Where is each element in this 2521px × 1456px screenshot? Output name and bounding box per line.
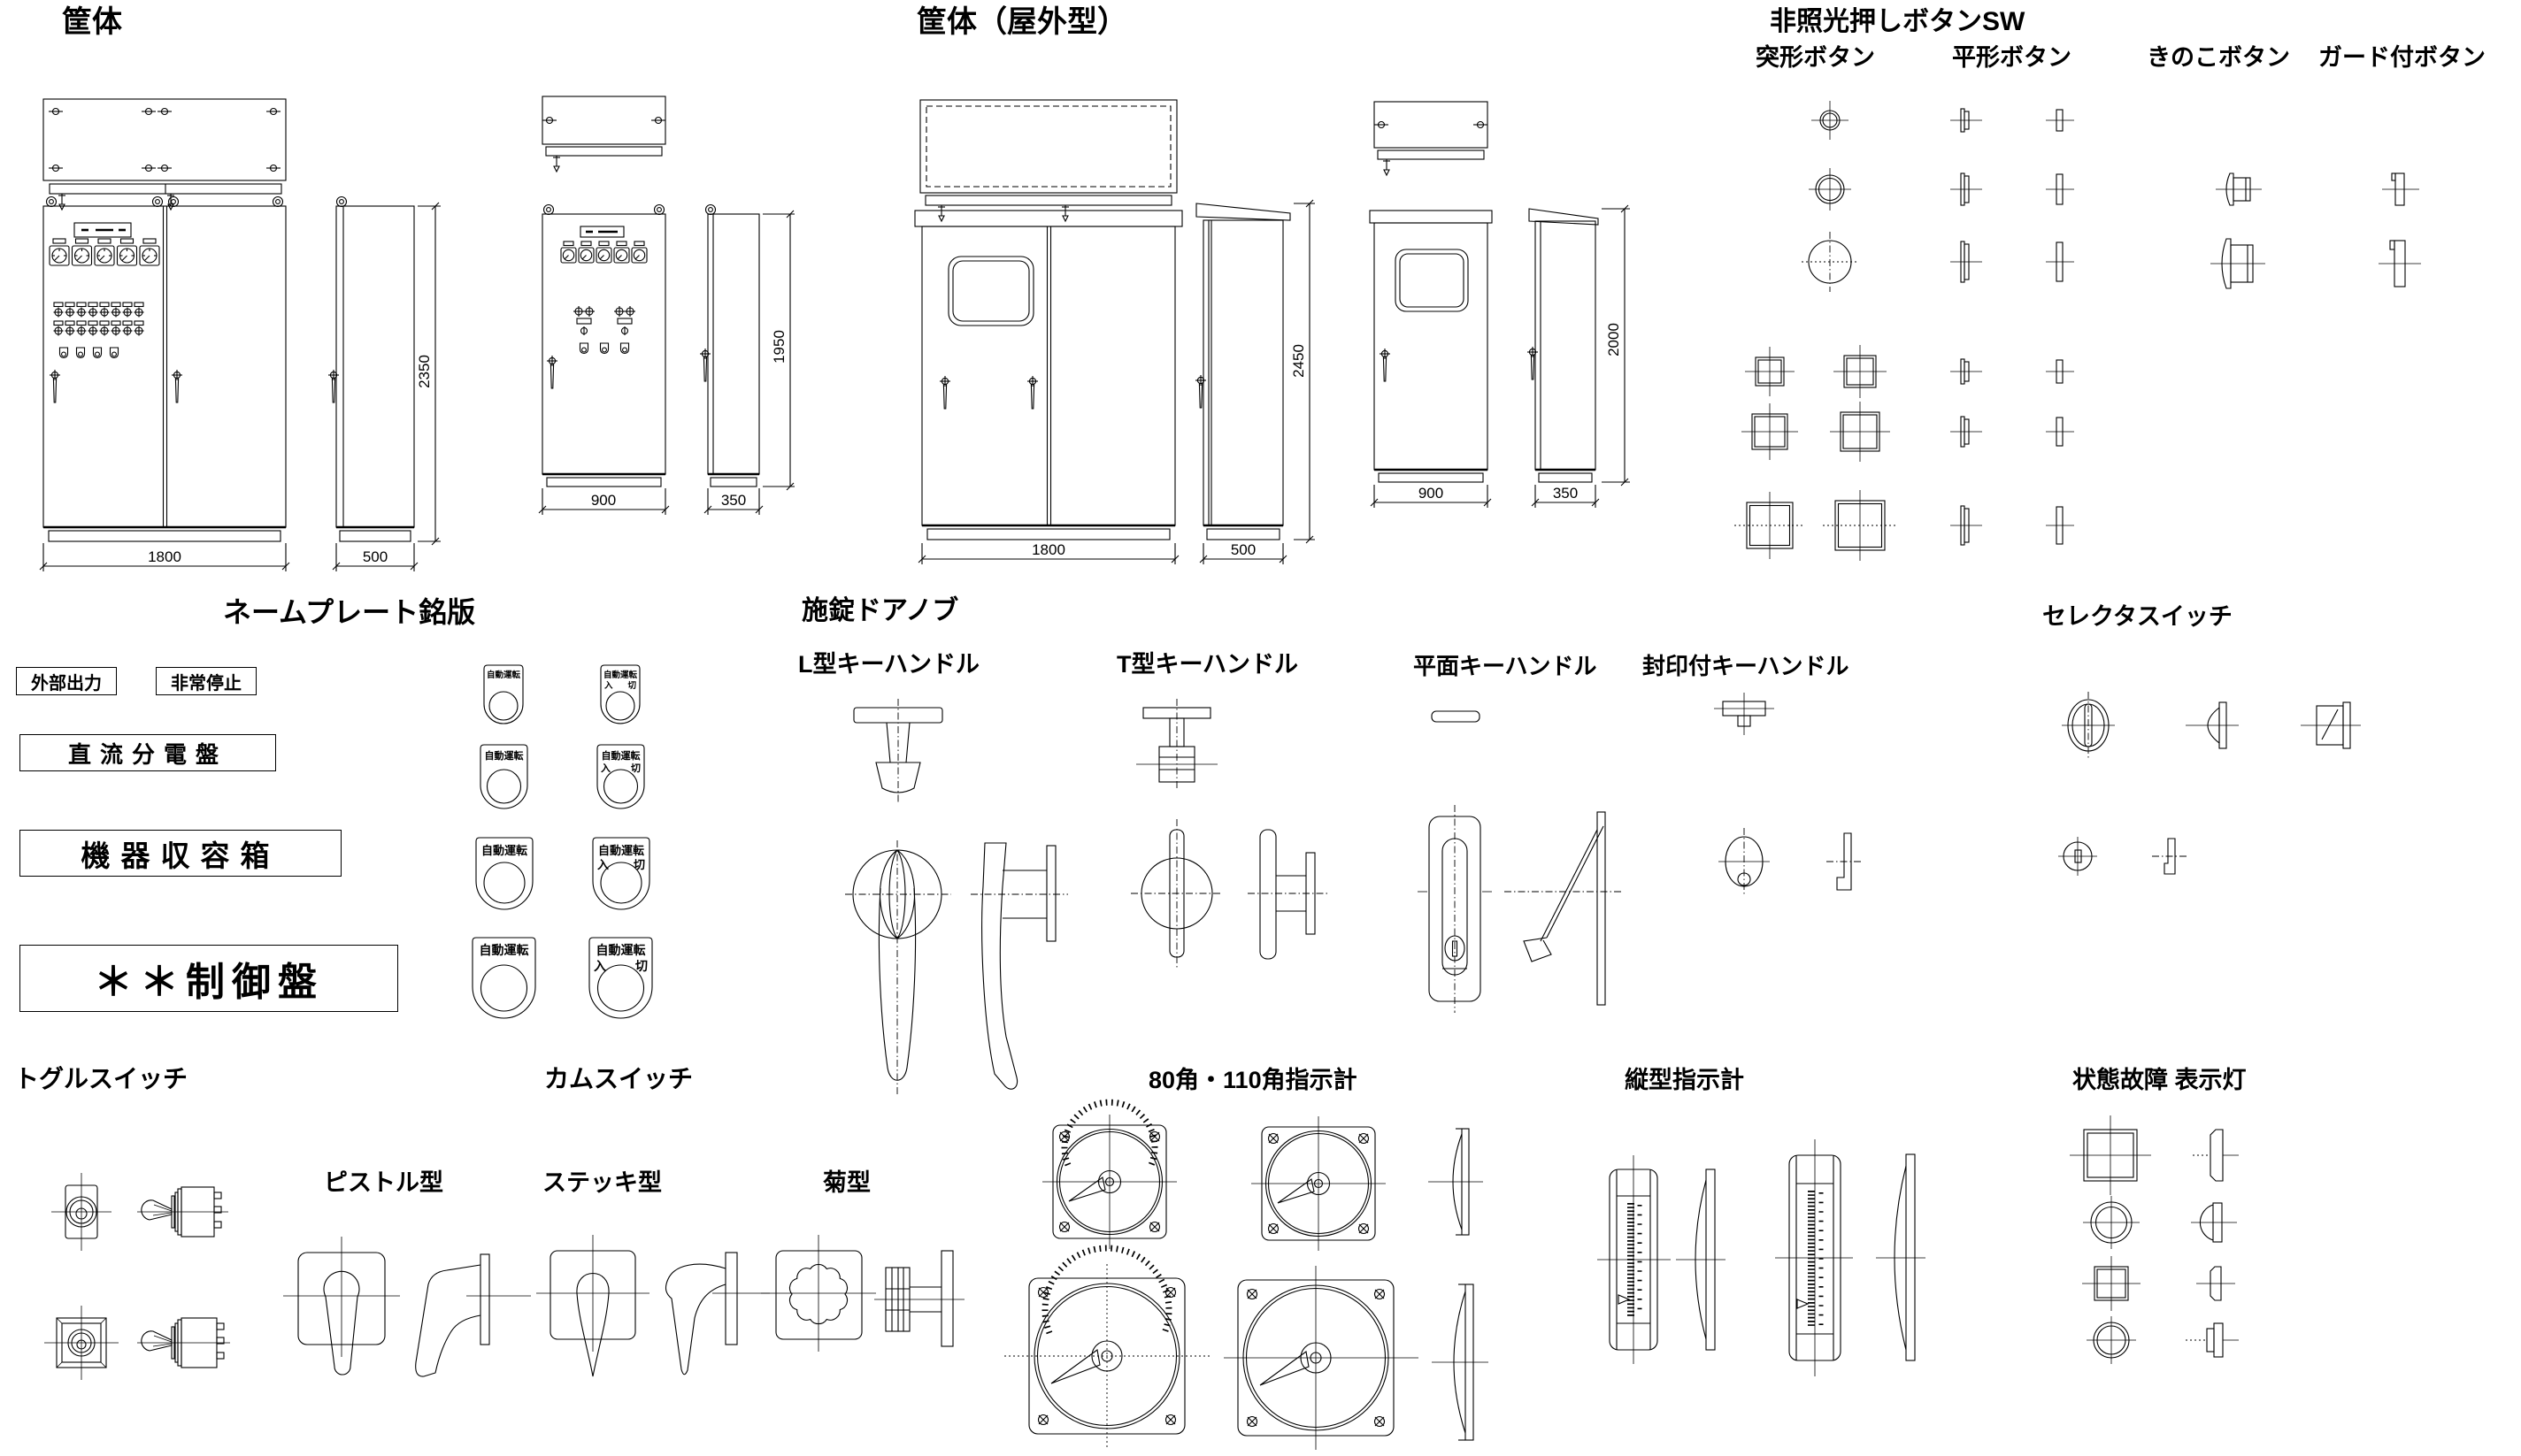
cam-type-pistol: ピストル型 <box>324 1169 443 1196</box>
outdoor-cabinet-large-drawing <box>914 99 1315 564</box>
dim-cab2-height: 1950 <box>771 330 788 364</box>
pushbutton-symbols <box>1734 101 2421 561</box>
doorknob-type-t: T型キーハンドル <box>1117 651 1298 678</box>
section-title-nameplate: ネームプレート銘版 <box>223 596 476 628</box>
section-title-toggle: トグルスイッチ <box>14 1065 188 1092</box>
section-title-doorknob: 施錠ドアノブ <box>802 596 959 625</box>
cam-switch-stick-side <box>665 1252 770 1376</box>
meter-80-ticked <box>1042 1099 1177 1249</box>
flat-button-profiles <box>1950 108 2074 546</box>
pushbutton-col-mushroom: きのこボタン <box>2147 44 2290 71</box>
cam-switch-pistol-drawing <box>283 1237 531 1377</box>
tag-off: 切 <box>635 959 648 973</box>
cabinet-small-controls <box>573 306 635 335</box>
tag-on: 入 <box>604 681 613 691</box>
dim-out2-width: 900 <box>1418 485 1444 502</box>
vertical-meter-2-side <box>1876 1153 1925 1361</box>
cam-type-kiku: 菊型 <box>823 1169 871 1196</box>
indoor-cabinet-large-drawing <box>39 98 441 571</box>
dim-out2-depth: 350 <box>1552 485 1579 502</box>
selector-switch-symbols <box>2058 692 2361 876</box>
square-button-symbols <box>1734 345 1897 561</box>
dim-out2-height: 2000 <box>1605 323 1622 356</box>
dim-out1-width: 1800 <box>1032 541 1065 558</box>
guarded-button-profiles <box>2379 172 2421 287</box>
meter-110-ticked <box>1004 1245 1210 1448</box>
dim-out1-height: 2450 <box>1290 344 1307 378</box>
cam-switch-kiku-drawing <box>761 1235 965 1352</box>
doorknob-type-l: L型キーハンドル <box>798 651 980 678</box>
tag-title: 自動運転 <box>486 671 520 680</box>
doorknob-type-flat: 平面キーハンドル <box>1413 653 1597 679</box>
cam-type-stick: ステッキ型 <box>542 1169 662 1196</box>
section-title-cabinet-outdoor: 筐体（屋外型） <box>917 5 1127 39</box>
meter-80-plain <box>1251 1116 1386 1251</box>
nameplate-external-output: 外部出力 <box>16 667 117 695</box>
square-meter-drawings <box>1004 1099 1488 1450</box>
flat-key-handle-drawing <box>1418 710 1624 1013</box>
tag-off: 切 <box>633 858 645 871</box>
mushroom-button-profiles <box>2210 172 2265 289</box>
tag-on: 入 <box>601 763 611 774</box>
meter-side-large <box>1432 1284 1488 1441</box>
doorknob-type-sealed: 封印付キーハンドル <box>1642 653 1849 679</box>
nameplate-tags <box>472 664 653 1019</box>
dim-cab2-depth: 350 <box>720 492 747 509</box>
cam-switch-pistol-side <box>415 1253 531 1377</box>
nameplate-equipment-box: 機器収容箱 <box>19 830 342 877</box>
l-key-handle-drawing <box>845 699 1068 1097</box>
dim-cab2-width: 900 <box>590 492 617 509</box>
dim-out1-depth: 500 <box>1230 541 1257 558</box>
section-title-meter: 80角・110角指示計 <box>1149 1067 1357 1093</box>
vertical-meter-1-side <box>1676 1169 1726 1351</box>
tag-title: 自動運転 <box>603 671 637 680</box>
section-title-cam: カムスイッチ <box>544 1065 694 1092</box>
section-title-selector: セレクタスイッチ <box>2042 603 2233 630</box>
vertical-meter-1 <box>1597 1155 1671 1364</box>
nameplate-control-panel: ＊＊制御盤 <box>19 945 398 1012</box>
toggle-side-1 <box>137 1186 228 1238</box>
section-title-vmeter: 縦型指示計 <box>1625 1067 1744 1093</box>
tag-off: 切 <box>631 763 641 774</box>
indicator-lamp-drawings <box>2070 1115 2239 1364</box>
tag-on: 入 <box>594 959 606 973</box>
dim-cab1-height: 2350 <box>416 355 433 388</box>
dim-cab1-depth: 500 <box>362 548 388 565</box>
outdoor-cabinet-small-drawing <box>1369 101 1630 508</box>
meter-110-plain <box>1224 1266 1418 1450</box>
cam-switch-kiku-side <box>874 1250 965 1347</box>
section-title-pushbutton: 非照光押しボタンSW <box>1770 7 2025 36</box>
tag-title: 自動運転 <box>597 844 644 857</box>
nameplate-emergency-stop: 非常停止 <box>156 667 257 695</box>
meter-side-small <box>1428 1128 1483 1236</box>
tag-title: 自動運転 <box>484 751 524 762</box>
toggle-side-2 <box>137 1317 230 1368</box>
tag-title: 自動運転 <box>601 751 641 762</box>
tag-title: 自動運転 <box>596 943 646 957</box>
pushbutton-col-guarded: ガード付ボタン <box>2318 44 2486 71</box>
t-key-handle-drawing <box>1131 699 1327 968</box>
dim-cab1-width: 1800 <box>148 548 181 565</box>
cam-switch-stick-drawing <box>536 1235 770 1377</box>
tag-off: 切 <box>627 681 636 691</box>
section-title-cabinet: 筐体 <box>62 5 122 39</box>
sealed-key-handle-drawing <box>1714 693 1862 895</box>
nameplate-dc-panel: 直流分電盤 <box>19 734 276 771</box>
vertical-meter-drawings <box>1597 1139 1925 1376</box>
pushbutton-col-flat: 平形ボタン <box>1952 44 2071 71</box>
indoor-cabinet-small-drawing <box>538 96 795 515</box>
tag-title: 自動運転 <box>480 844 527 857</box>
section-title-lamp: 状態故障 表示灯 <box>2072 1067 2247 1093</box>
toggle-switch-drawings <box>44 1173 230 1380</box>
tag-on: 入 <box>597 858 610 871</box>
tag-title: 自動運転 <box>479 943 529 957</box>
pushbutton-col-protruding: 突形ボタン <box>1756 44 1875 71</box>
vertical-meter-2 <box>1775 1139 1853 1376</box>
